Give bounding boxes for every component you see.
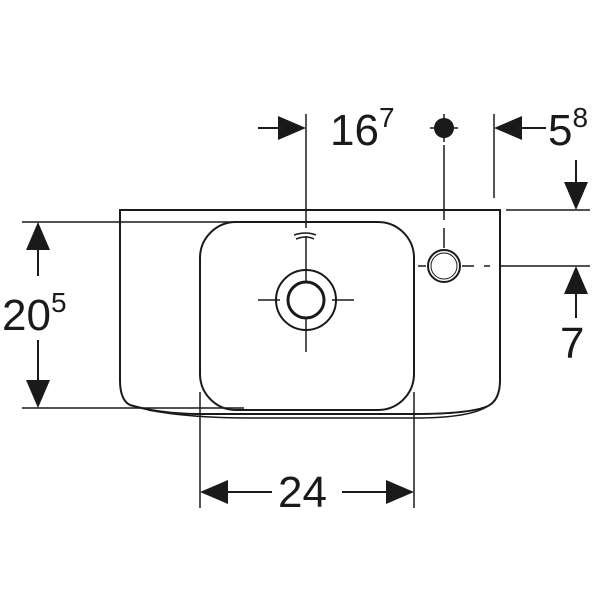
tap-marker bbox=[430, 114, 458, 142]
dim-top-center-label: 167 bbox=[330, 102, 395, 155]
arrow-up-7 bbox=[564, 266, 588, 294]
drain bbox=[258, 269, 354, 352]
dim-left-height-label: 205 bbox=[2, 287, 67, 340]
dimension-arrows bbox=[26, 116, 588, 504]
arrow-left-5 bbox=[494, 116, 522, 140]
arrow-down-20 bbox=[26, 380, 50, 408]
dim-top-right-label: 58 bbox=[548, 102, 588, 155]
basin-outline bbox=[119, 209, 501, 419]
dim-right-offset-label: 7 bbox=[560, 319, 584, 368]
arrow-right-24 bbox=[386, 480, 414, 504]
bowl-outline bbox=[199, 221, 415, 411]
dim-bottom-width-label: 24 bbox=[278, 468, 327, 517]
extension-lines bbox=[22, 114, 590, 508]
arrow-left-24 bbox=[200, 480, 228, 504]
overflow-mark bbox=[293, 232, 317, 240]
arrow-up-20 bbox=[26, 222, 50, 250]
arrow-right-16 bbox=[278, 116, 306, 140]
arrow-down-top bbox=[564, 182, 588, 210]
tap-hole bbox=[418, 249, 474, 283]
